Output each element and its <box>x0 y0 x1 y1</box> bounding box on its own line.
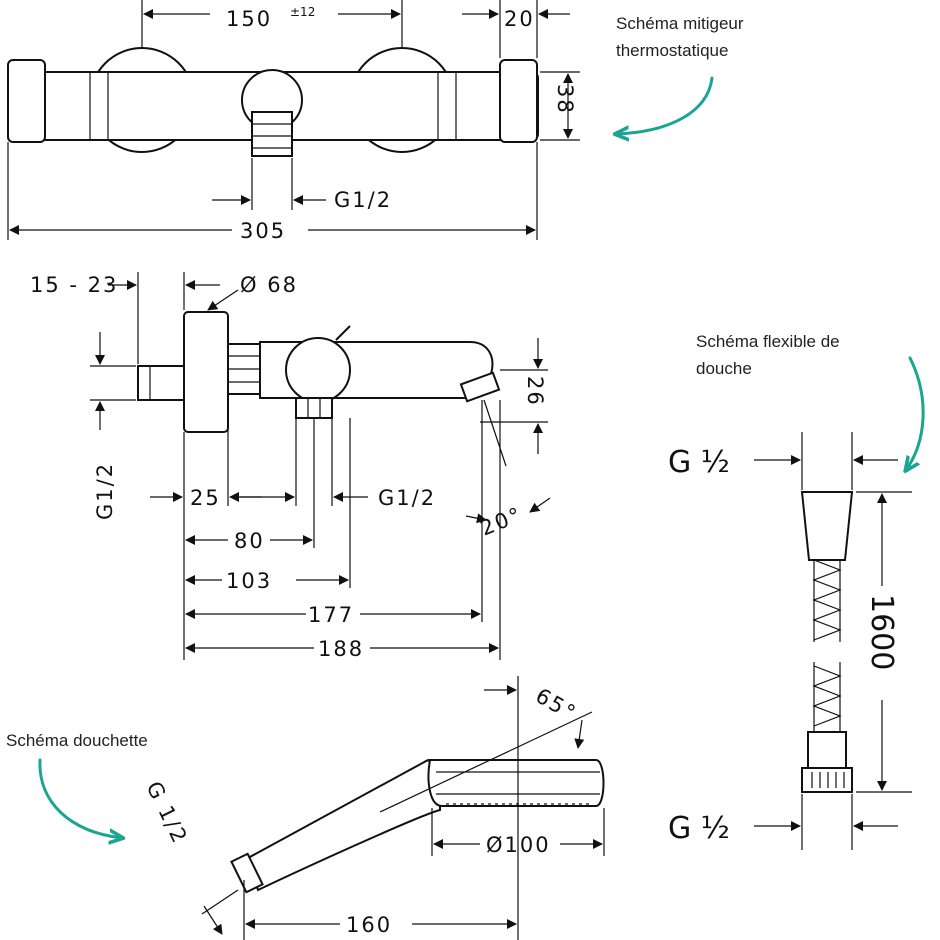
caption-mitigeur-line2: thermostatique <box>616 41 728 60</box>
dim-150: 150 <box>226 7 272 31</box>
dim-shower-thread: G 1/2 <box>142 778 193 849</box>
dim-100: Ø100 <box>486 833 551 857</box>
dim-front-outlet: G1/2 <box>334 188 392 212</box>
aerator <box>459 371 501 403</box>
outlet-nut <box>251 111 293 157</box>
mitigeur-side-view: 15 - 23 Ø 68 G1/2 26 25 G1/2 <box>30 272 551 661</box>
hose-cone-top <box>800 491 854 561</box>
hose-spiral-bottom <box>812 665 842 727</box>
caption-flexible-line2: douche <box>696 359 752 378</box>
shower-head <box>427 759 605 807</box>
dim-160: 160 <box>346 913 392 937</box>
dim-20: 20 <box>504 7 535 31</box>
dim-25: 25 <box>190 486 221 510</box>
handle-end-cap <box>230 852 264 894</box>
dim-103: 103 <box>226 569 272 593</box>
dim-80: 80 <box>234 529 265 553</box>
bottom-outlet-nut <box>295 397 333 419</box>
dim-305: 305 <box>240 219 286 243</box>
dim-diameter: Ø 68 <box>240 273 298 297</box>
handle-left <box>7 59 46 143</box>
flexible-hose-view: G ½ 1600 G ½ <box>668 432 912 850</box>
side-knob <box>285 337 351 403</box>
hose-cone-bottom <box>807 731 847 769</box>
mitigeur-front-view: 150 ±12 20 38 G1/2 305 <box>7 0 580 243</box>
dim-188: 188 <box>318 637 364 661</box>
inlet-fitting <box>137 365 185 401</box>
dim-177: 177 <box>308 603 354 627</box>
lever <box>335 325 351 341</box>
dim-hose-top-thread: G ½ <box>668 445 730 480</box>
caption-douchette: Schéma douchette <box>6 731 148 750</box>
caption-mitigeur-line1: Schéma mitigeur <box>616 14 744 33</box>
douchette-view: 65° G 1/2 Ø100 160 <box>142 676 605 940</box>
caption-arrow-flexible <box>906 356 925 470</box>
caption-arrow-mitigeur <box>616 76 714 134</box>
dim-angle-20: 20° <box>477 502 526 540</box>
dim-angle-65: 65° <box>532 684 581 726</box>
caption-arrow-douchette <box>38 758 122 838</box>
caption-flexible-line1: Schéma flexible de <box>696 332 840 351</box>
shower-handle <box>246 758 441 892</box>
hose-spiral-top <box>812 559 842 641</box>
handle-right <box>499 59 538 143</box>
dim-38: 38 <box>553 84 577 115</box>
cover-rosette <box>183 311 229 433</box>
dim-wall: 15 - 23 <box>30 273 118 297</box>
dim-side-inlet: G1/2 <box>93 462 117 520</box>
dim-26: 26 <box>523 376 547 407</box>
dim-tolerance: ±12 <box>290 5 315 19</box>
dim-1600: 1600 <box>864 594 899 670</box>
dim-hose-bottom-thread: G ½ <box>668 811 730 846</box>
dim-side-outlet: G1/2 <box>378 486 436 510</box>
